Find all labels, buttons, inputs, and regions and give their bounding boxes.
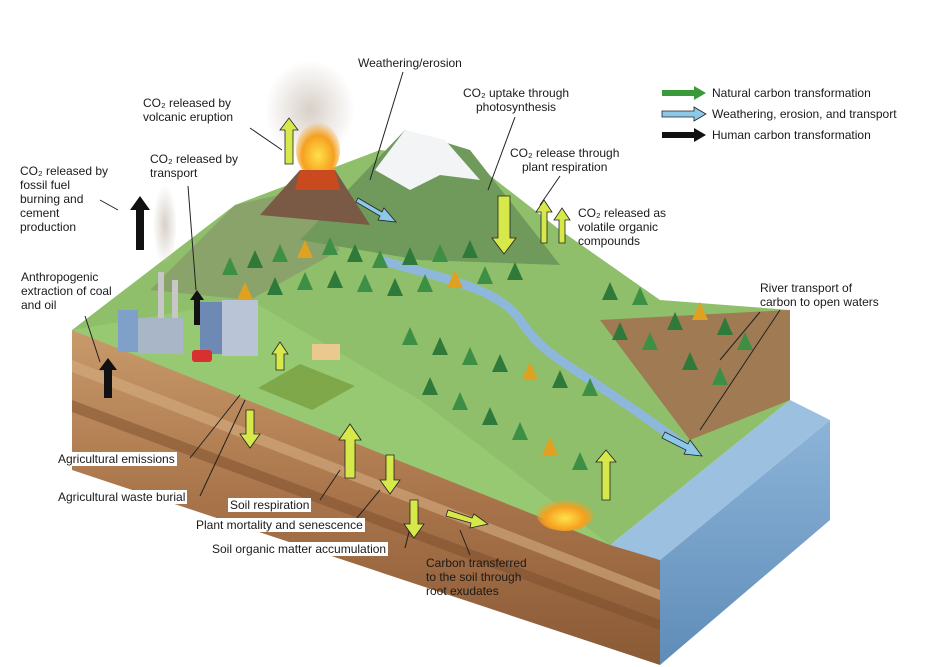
arrow-voc-up [553,207,571,244]
label-co2-uptake: CO₂ uptake through photosynthesis [463,86,570,114]
label-plant-mortality: Plant mortality and senescence [194,518,365,532]
tree [682,352,698,370]
tree [297,240,313,258]
tree [512,422,528,440]
tree [582,378,598,396]
tree [297,272,313,290]
tree [222,257,238,275]
tree [322,237,338,255]
arrow-volcanic-up [279,117,299,165]
label-agricultural-emissions: Agricultural emissions [56,452,177,466]
tree [522,362,538,380]
arrow-respiration-up [535,199,553,244]
leader-lines [84,71,781,556]
tree [717,317,733,335]
label-soil-respiration: Soil respiration [228,498,312,512]
tree [572,452,588,470]
label-co2-transport: CO₂ released by transport [150,152,239,180]
label-agricultural-waste-burial: Agricultural waste burial [56,490,188,504]
tree [712,367,728,385]
label-weathering-erosion: Weathering/erosion [358,56,462,70]
label-co2-volcanic: CO₂ released by volcanic eruption [143,96,234,124]
label-co2-plant-respiration: CO₂ release through plant respiration [510,146,620,174]
river [378,255,693,454]
arrow-fossil-up [130,196,150,250]
tree [267,277,283,295]
label-river-transport: River transport of carbon to open waters [760,281,879,309]
tree [327,270,343,288]
tree [482,407,498,425]
tree [552,370,568,388]
tree [347,244,363,262]
black-arrow-icon [662,128,706,142]
tree [417,274,433,292]
arrow-extraction-up [99,358,117,398]
tree [642,332,658,350]
soil-block [72,330,830,665]
arrow-mortality-down [379,454,401,495]
arrow-ag-up [271,341,289,371]
legend-label: Human carbon transformation [712,128,871,142]
blue-arrow-icon [661,106,707,122]
tree [492,354,508,372]
tree [402,327,418,345]
factory [118,185,340,362]
legend-item-natural: Natural carbon transformation [660,85,871,101]
tree [612,322,628,340]
process-arrows [99,117,703,539]
forest [222,237,753,470]
tree [422,377,438,395]
wildfire [537,499,593,531]
mountain [300,130,560,265]
arrow-root-exudate [445,509,489,529]
tree [387,278,403,296]
volcano [260,60,370,225]
tree [462,347,478,365]
tree [602,282,618,300]
arrow-som-down [403,499,425,539]
tree [737,332,753,350]
arrow-river-transport [661,431,703,457]
tree [272,244,288,262]
tree [507,262,523,280]
legend-item-human: Human carbon transformation [660,127,871,143]
tree [542,437,558,455]
tree [357,274,373,292]
label-root-exudates: Carbon transferred to the soil through r… [426,556,527,598]
tree [667,312,683,330]
arrow-ag-down [239,409,261,449]
tree [402,247,418,265]
arrow-fire-up [595,449,617,501]
tree [372,250,388,268]
arrow-weathering [355,197,397,223]
tree [452,392,468,410]
label-co2-fossil: CO₂ released by fossil fuel burning and … [20,164,109,234]
arrow-transport-up [190,290,204,325]
tree [632,287,648,305]
label-anthropogenic-extraction: Anthropogenic extraction of coal and oil [21,270,112,312]
tree [247,250,263,268]
legend-label: Natural carbon transformation [712,86,871,100]
tree [432,244,448,262]
tree [447,270,463,288]
cropland [258,364,355,410]
label-soil-organic-matter: Soil organic matter accumulation [210,542,389,556]
legend-item-weathering: Weathering, erosion, and transport [660,106,897,122]
tree [692,302,708,320]
arrow-soil-resp-up [338,423,362,479]
label-co2-voc: CO₂ released as volatile organic compoun… [578,206,667,248]
tree [477,266,493,284]
arrow-uptake-down [491,195,517,255]
tree [237,282,253,300]
tree [462,240,478,258]
green-arrow-icon [662,86,706,100]
tree [432,337,448,355]
legend-label: Weathering, erosion, and transport [712,107,897,121]
